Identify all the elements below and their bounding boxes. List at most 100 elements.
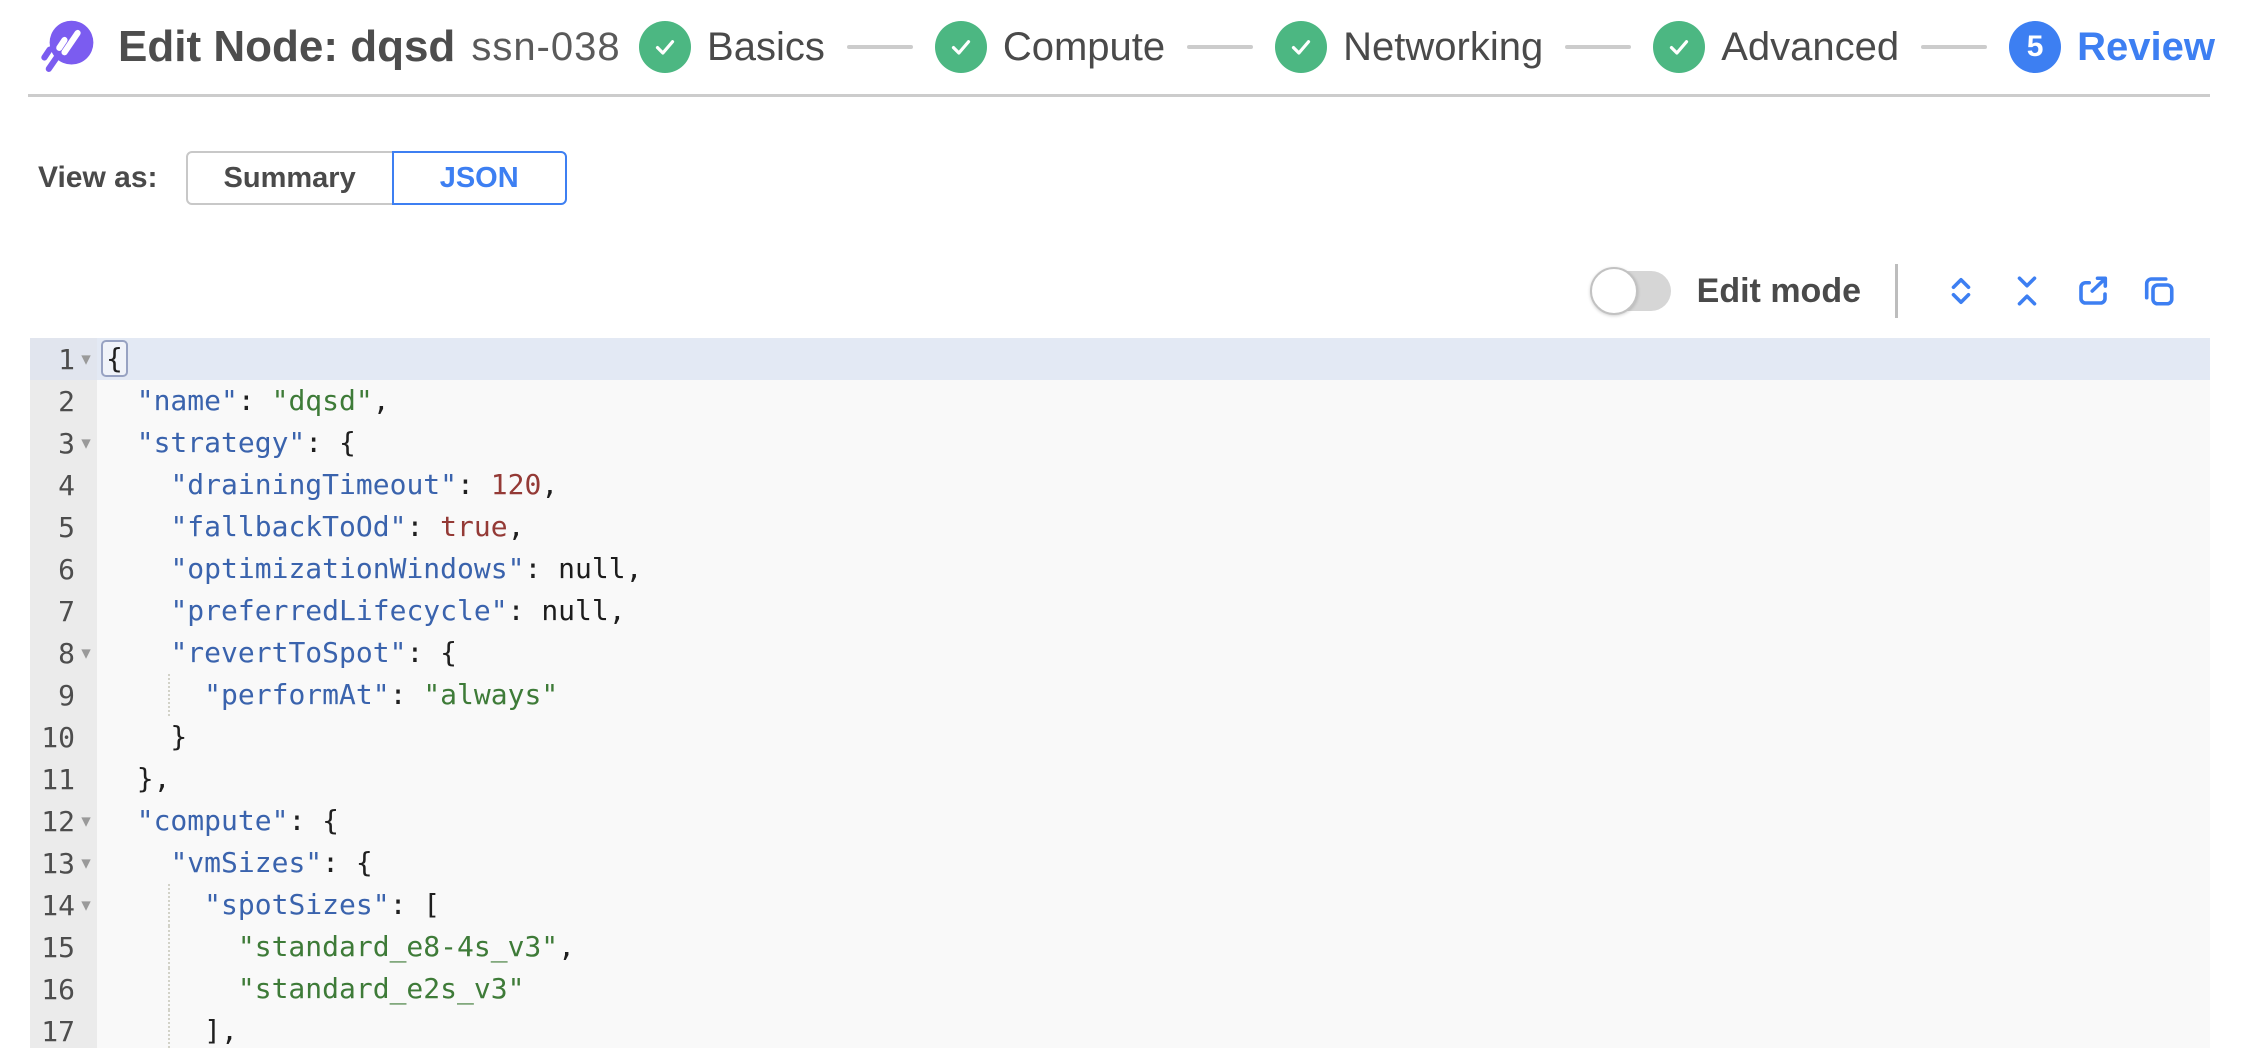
line-number: 1 bbox=[58, 342, 75, 376]
code-line[interactable]: "spotSizes": [ bbox=[97, 884, 2210, 926]
gutter-line: 5 bbox=[30, 506, 97, 548]
code-token: : bbox=[457, 468, 491, 501]
code-line[interactable]: "standard_e8-4s_v3", bbox=[97, 926, 2210, 968]
editor-code-area[interactable]: { "name": "dqsd", "strategy": { "drainin… bbox=[97, 338, 2210, 1048]
line-number: 10 bbox=[41, 720, 75, 754]
code-token: "revertToSpot" bbox=[170, 636, 407, 669]
fold-arrow-icon[interactable]: ▾ bbox=[81, 348, 91, 370]
code-token: : bbox=[389, 678, 424, 711]
gutter-line[interactable]: 3▾ bbox=[30, 422, 97, 464]
code-token: : { bbox=[305, 426, 356, 459]
gutter-line: 16 bbox=[30, 968, 97, 1010]
spot-logo-icon bbox=[40, 19, 96, 75]
expand-all-icon[interactable] bbox=[1937, 267, 1985, 315]
view-as-json-button[interactable]: JSON bbox=[391, 151, 567, 205]
code-line[interactable]: { bbox=[97, 338, 2210, 380]
indent-guide bbox=[168, 674, 171, 716]
code-token bbox=[103, 426, 137, 459]
code-line[interactable]: "name": "dqsd", bbox=[97, 380, 2210, 422]
code-line[interactable]: "standard_e2s_v3" bbox=[97, 968, 2210, 1010]
gutter-line[interactable]: 13▾ bbox=[30, 842, 97, 884]
code-line[interactable]: "strategy": { bbox=[97, 422, 2210, 464]
code-token: , bbox=[541, 468, 559, 501]
line-number: 14 bbox=[41, 888, 75, 922]
indent-guide bbox=[168, 926, 171, 968]
gutter-line[interactable]: 12▾ bbox=[30, 800, 97, 842]
view-as-summary-button[interactable]: Summary bbox=[185, 151, 394, 205]
code-token: , bbox=[372, 384, 390, 417]
code-token: "standard_e2s_v3" bbox=[237, 972, 525, 1005]
step-check-icon bbox=[1275, 21, 1328, 73]
code-line[interactable]: "drainingTimeout": 120, bbox=[97, 464, 2210, 506]
code-token bbox=[103, 678, 204, 711]
stepper-step-advanced[interactable]: Advanced bbox=[1653, 21, 1899, 73]
code-token bbox=[103, 888, 204, 921]
gutter-line: 15 bbox=[30, 926, 97, 968]
toggle-knob[interactable] bbox=[1589, 267, 1638, 315]
gutter-line: 6 bbox=[30, 548, 97, 590]
code-line[interactable]: "optimizationWindows": null, bbox=[97, 548, 2210, 590]
step-check-icon bbox=[639, 21, 692, 73]
code-token: : bbox=[237, 384, 272, 417]
edit-mode-label: Edit mode bbox=[1696, 271, 1861, 310]
export-icon[interactable] bbox=[2069, 267, 2117, 315]
stepper-connector bbox=[1921, 45, 1988, 49]
code-token: , bbox=[507, 510, 525, 543]
code-line[interactable]: "performAt": "always" bbox=[97, 674, 2210, 716]
line-number: 6 bbox=[58, 552, 75, 586]
stepper-step-compute[interactable]: Compute bbox=[934, 21, 1165, 73]
fold-arrow-icon[interactable]: ▾ bbox=[81, 810, 91, 832]
stepper-step-networking[interactable]: Networking bbox=[1275, 21, 1543, 73]
code-line[interactable]: "vmSizes": { bbox=[97, 842, 2210, 884]
line-number: 4 bbox=[58, 468, 75, 502]
code-token: "vmSizes" bbox=[170, 846, 323, 879]
edit-mode-toggle[interactable] bbox=[1589, 267, 1671, 315]
code-token: "performAt" bbox=[204, 678, 390, 711]
code-token: , bbox=[558, 930, 576, 963]
code-token bbox=[103, 384, 137, 417]
gutter-line[interactable]: 1▾ bbox=[30, 338, 97, 380]
collapse-all-icon[interactable] bbox=[2003, 267, 2051, 315]
code-line[interactable]: } bbox=[97, 716, 2210, 758]
gutter-line: 7 bbox=[30, 590, 97, 632]
code-line[interactable]: ], bbox=[97, 1010, 2210, 1048]
fold-arrow-icon[interactable]: ▾ bbox=[81, 894, 91, 916]
code-line[interactable]: "compute": { bbox=[97, 800, 2210, 842]
step-label: Advanced bbox=[1721, 24, 1900, 69]
copy-icon[interactable] bbox=[2135, 267, 2183, 315]
line-number: 9 bbox=[58, 678, 75, 712]
gutter-line: 4 bbox=[30, 464, 97, 506]
code-token: } bbox=[103, 720, 188, 753]
node-id-clip: ssn-038 bbox=[471, 25, 621, 70]
stepper-connector bbox=[1187, 45, 1254, 49]
stepper-step-basics[interactable]: Basics bbox=[639, 21, 825, 73]
code-token bbox=[103, 552, 170, 585]
gutter-line: 17 bbox=[30, 1010, 97, 1048]
gutter-line[interactable]: 14 ▾ bbox=[30, 884, 97, 926]
code-token: "drainingTimeout" bbox=[170, 468, 458, 501]
code-token bbox=[103, 930, 238, 963]
code-token: "name" bbox=[136, 384, 238, 417]
line-number: 11 bbox=[41, 762, 75, 796]
code-token: : [ bbox=[389, 888, 441, 921]
line-number: 15 bbox=[41, 930, 75, 964]
fold-arrow-icon[interactable]: ▾ bbox=[81, 432, 91, 454]
editor-toolbar: Edit mode bbox=[0, 263, 2250, 319]
indent-guide bbox=[168, 884, 171, 926]
code-line[interactable]: "preferredLifecycle": null, bbox=[97, 590, 2210, 632]
header-divider bbox=[28, 94, 2210, 97]
code-line[interactable]: "fallbackToOd": true, bbox=[97, 506, 2210, 548]
code-line[interactable]: "revertToSpot": { bbox=[97, 632, 2210, 674]
gutter-line: 2 bbox=[30, 380, 97, 422]
step-label: Basics bbox=[707, 24, 825, 69]
gutter-line[interactable]: 8▾ bbox=[30, 632, 97, 674]
fold-arrow-icon[interactable]: ▾ bbox=[81, 852, 91, 874]
code-line[interactable]: }, bbox=[97, 758, 2210, 800]
fold-arrow-icon[interactable]: ▾ bbox=[81, 642, 91, 664]
code-token bbox=[103, 636, 170, 669]
